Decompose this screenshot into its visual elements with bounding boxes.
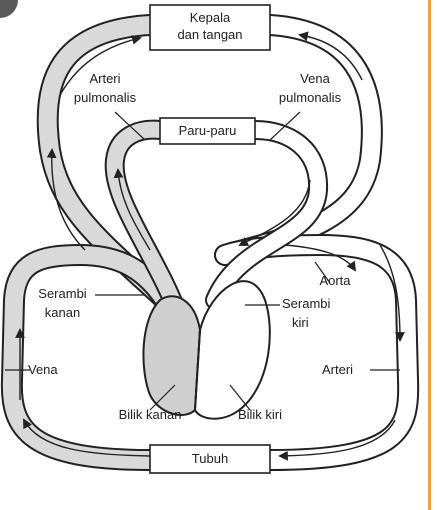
right-ventricle-label: Bilik kanan xyxy=(118,407,182,422)
heart xyxy=(142,280,271,420)
left-atrium-label-1: Serambi xyxy=(282,296,331,311)
body-box-label: Tubuh xyxy=(191,451,229,466)
pulmonary-artery-label-1: Arteri xyxy=(89,71,121,86)
label-leaders xyxy=(5,111,400,411)
artery-label: Arteri xyxy=(322,362,354,377)
lungs-box-label: Paru-paru xyxy=(178,123,237,138)
right-heart xyxy=(142,295,202,416)
right-atrium-label-1: Serambi xyxy=(38,286,87,301)
vein-label: Vena xyxy=(28,362,58,377)
left-atrium-label-2: kiri xyxy=(292,315,309,330)
left-ventricle-label: Bilik kiri xyxy=(237,407,283,422)
head-box-label-1: Kepala xyxy=(189,10,231,25)
right-atrium-label-2: kanan xyxy=(44,305,81,320)
head-box-label-2: dan tangan xyxy=(177,27,243,42)
flow-arrows xyxy=(15,31,405,461)
pulmonary-vein-label-2: pulmonalis xyxy=(278,90,342,105)
box-shapes xyxy=(149,4,271,474)
aorta-label: Aorta xyxy=(319,273,351,288)
page-border xyxy=(428,0,431,510)
pulmonary-artery-label-2: pulmonalis xyxy=(73,90,137,105)
left-heart xyxy=(193,280,271,420)
pulmonary-vein-label-1: Vena xyxy=(300,71,330,86)
